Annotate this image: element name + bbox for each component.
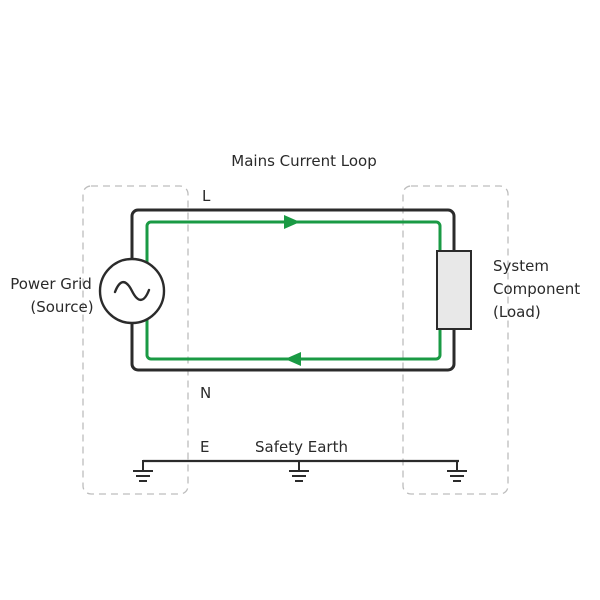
load-zone-box — [402, 185, 509, 495]
conductor-loop — [130, 208, 456, 372]
current-arrow-right — [284, 215, 300, 229]
load-label-line1: System — [493, 257, 549, 275]
load-component-box — [436, 250, 472, 330]
safety-earth-label: Safety Earth — [255, 438, 348, 456]
load-label-line2: Component — [493, 280, 580, 298]
ground-icon — [133, 460, 153, 482]
live-label: L — [202, 187, 211, 205]
earth-label-short: E — [200, 438, 209, 456]
sine-wave-icon — [113, 280, 151, 302]
source-label-line1: Power Grid — [10, 275, 92, 293]
current-loop — [145, 220, 442, 361]
current-arrow-left — [285, 352, 301, 366]
source-zone-box — [82, 185, 189, 495]
diagram-title: Mains Current Loop — [231, 152, 376, 170]
ground-icon — [289, 460, 309, 482]
load-label-line3: (Load) — [493, 303, 541, 321]
ground-icon — [447, 460, 467, 482]
neutral-label: N — [200, 384, 211, 402]
source-label-line2: (Source) — [30, 298, 93, 316]
